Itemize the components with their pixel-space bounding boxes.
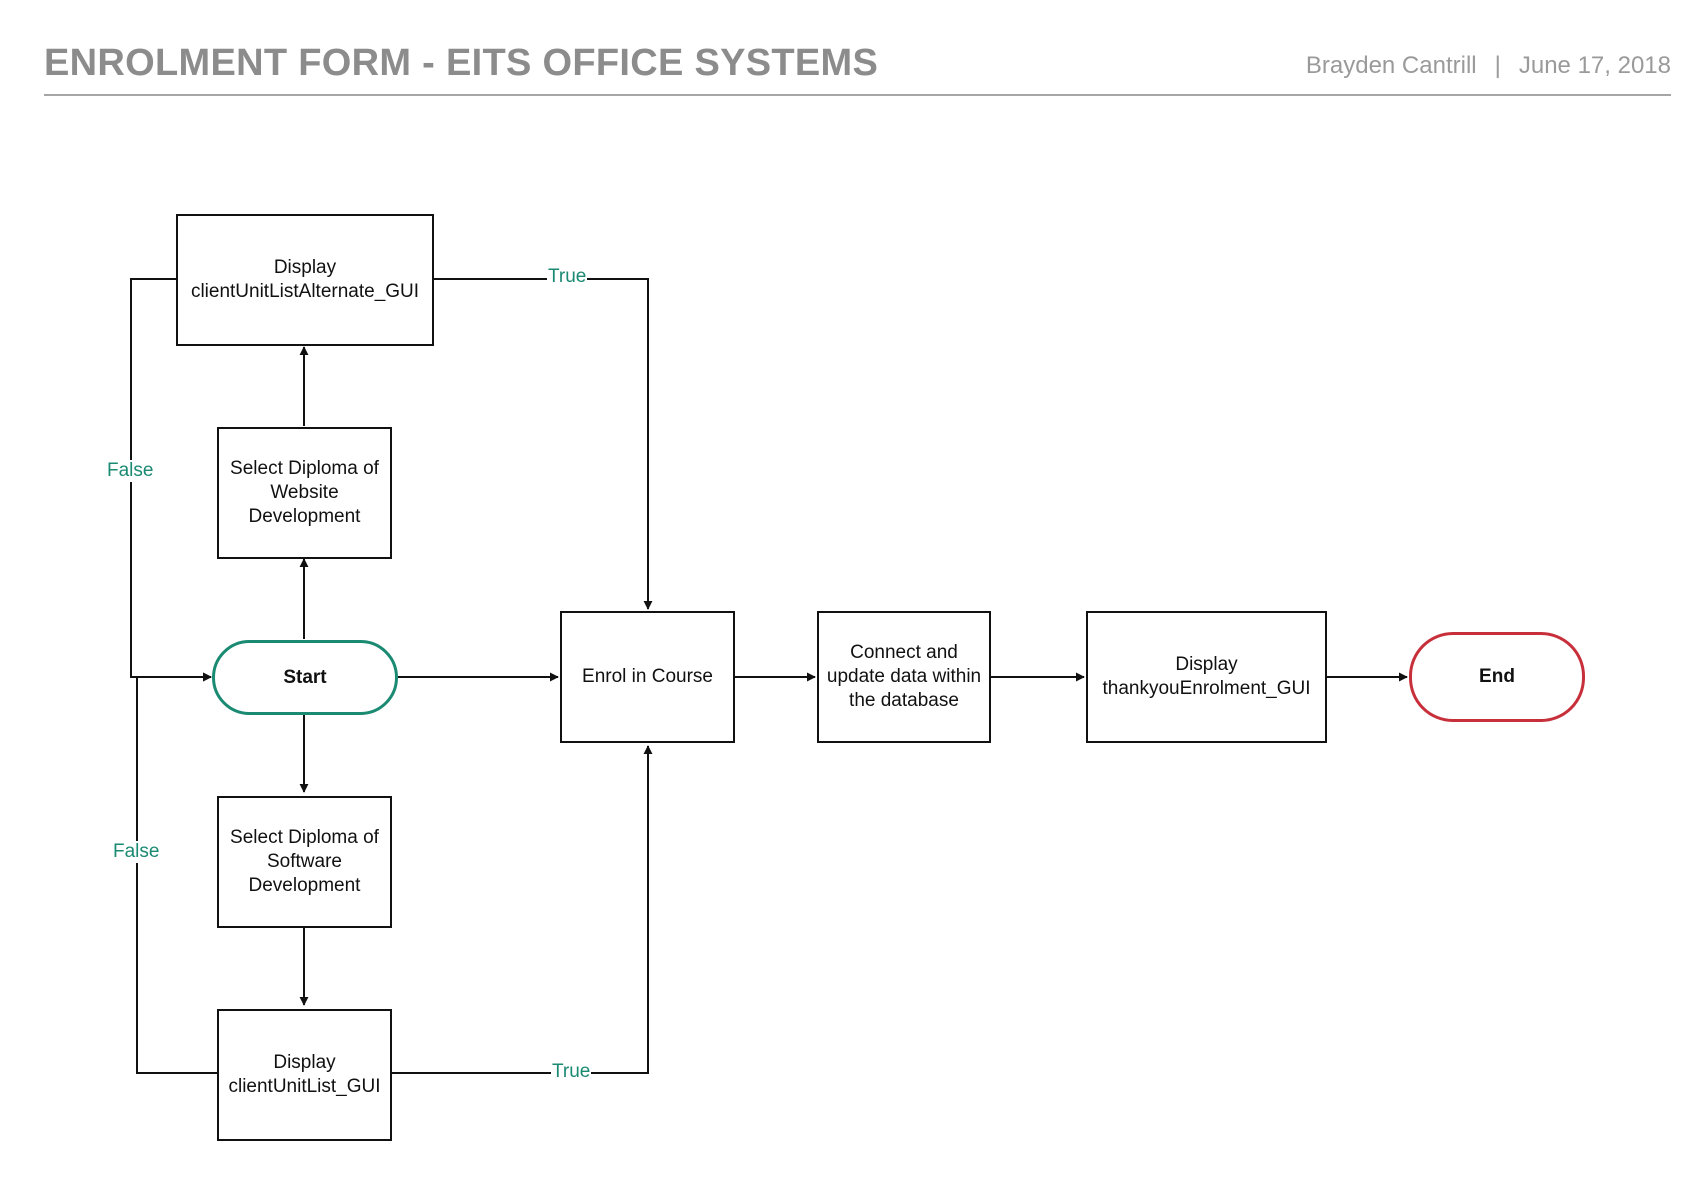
connector-display-alt-true-to-enrol [434,278,653,610]
node-label: Start [283,666,327,688]
connector-display-list-true-to-enrol [392,745,653,1074]
node-label: Display clientUnitList_GUI [228,1052,381,1097]
header-divider [44,94,1671,96]
node-label: End [1479,666,1515,687]
author-name: Brayden Cantrill [1305,52,1477,79]
edge-label-true-top: True [547,266,588,288]
edge-label-true-bottom: True [551,1061,592,1083]
node-select-diploma-software: Select Diploma of Software Development [217,796,392,928]
node-label: Enrol in Course [582,666,713,687]
node-end: End [1409,632,1585,722]
node-display-client-unit-list-alternate: Display clientUnitListAlternate_GUI [176,214,434,346]
node-start: Start [212,640,398,715]
page-title: ENROLMENT FORM - EITS OFFICE SYSTEMS [44,42,879,84]
node-label: Select Diploma of Software Development [230,827,379,896]
node-select-diploma-website: Select Diploma of Website Development [217,427,392,559]
node-label: Select Diploma of Website Development [230,458,379,527]
node-display-thankyou-enrolment: Display thankyouEnrolment_GUI [1086,611,1327,743]
node-label: Display thankyouEnrolment_GUI [1102,654,1311,699]
header-separator: | [1494,52,1501,79]
edge-label-false-top: False [106,460,155,482]
node-enrol-in-course: Enrol in Course [560,611,735,743]
connector-display-list-false-to-start [136,672,217,1074]
header-meta: Brayden Cantrill | June 17, 2018 [1306,52,1671,80]
node-label: Display clientUnitListAlternate_GUI [190,257,420,302]
node-label: Connect and update data within the datab… [826,642,982,711]
document-date: June 17, 2018 [1518,52,1671,79]
edge-label-false-bottom: False [112,841,161,863]
node-display-client-unit-list: Display clientUnitList_GUI [217,1009,392,1141]
node-connect-database: Connect and update data within the datab… [817,611,991,743]
